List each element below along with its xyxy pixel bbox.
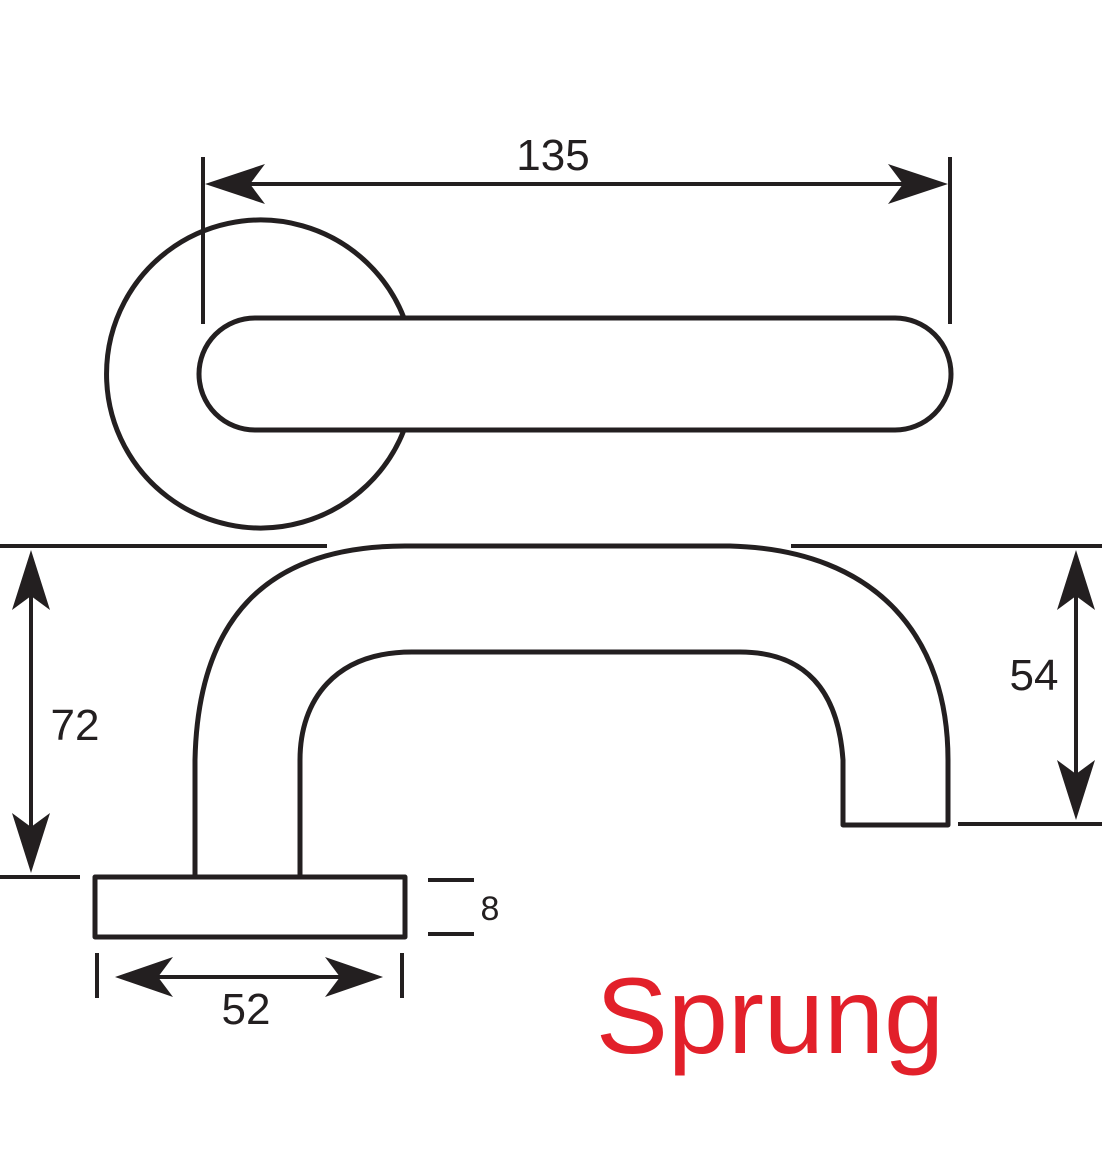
- dimension-lever-length: 135: [201, 131, 952, 324]
- total-height-label: 72: [51, 701, 100, 750]
- side-view-lever-outer-outline: [192, 543, 951, 877]
- arrowhead-bottom: [12, 813, 50, 873]
- arrowhead-top: [1057, 550, 1095, 610]
- top-view-lever-outline: [196, 315, 954, 433]
- top-view-rose-outline: [104, 217, 407, 531]
- dimension-total-height: 72: [0, 544, 327, 879]
- lever-length-label: 135: [516, 131, 589, 180]
- rose-thickness-label: 8: [481, 890, 500, 928]
- rose-diameter-label: 52: [222, 985, 271, 1034]
- product-name: Sprung: [596, 955, 944, 1076]
- top-view: [104, 217, 954, 531]
- lever-height-label: 54: [1010, 651, 1059, 700]
- dimension-lever-height: 54: [791, 544, 1102, 826]
- arrowhead-right: [325, 957, 383, 997]
- side-view-rose: [92, 874, 408, 940]
- arrowhead-right: [888, 164, 948, 204]
- arrowhead-top: [12, 550, 50, 610]
- arrowhead-bottom: [1057, 760, 1095, 820]
- dimension-rose-diameter: 52: [95, 953, 404, 1034]
- side-view: [92, 543, 951, 940]
- dimension-rose-thickness: 8: [428, 878, 500, 936]
- arrowhead-left: [115, 957, 173, 997]
- arrowhead-left: [205, 164, 265, 204]
